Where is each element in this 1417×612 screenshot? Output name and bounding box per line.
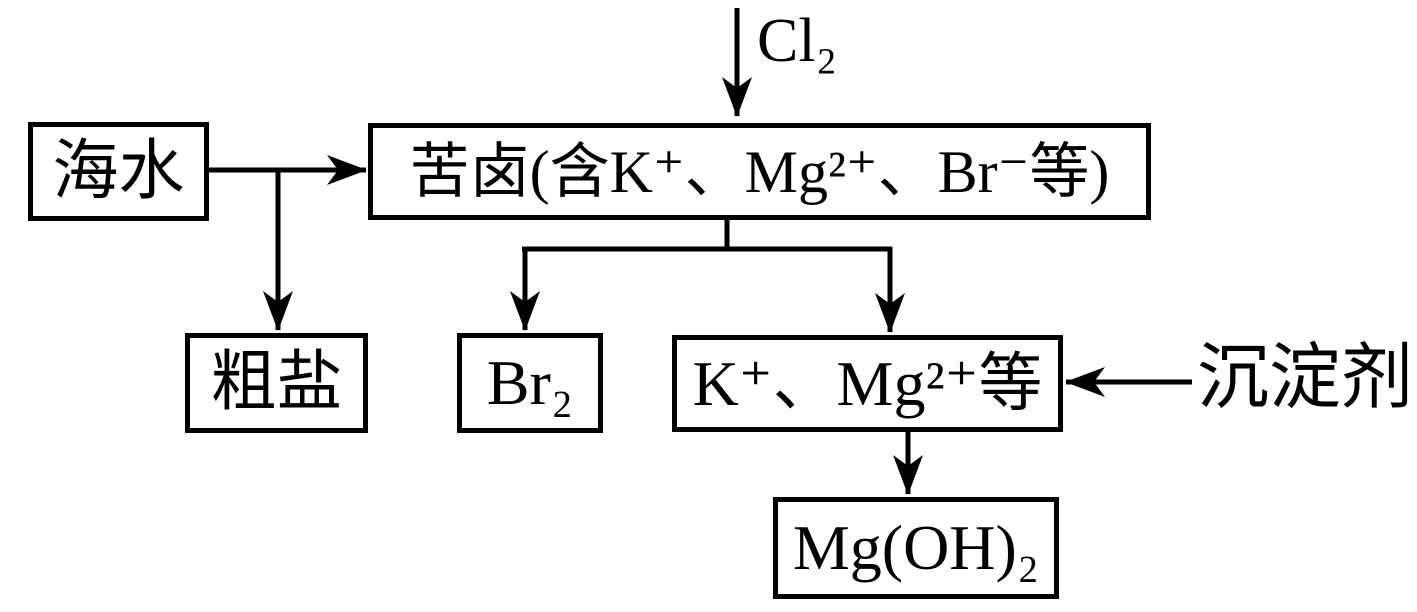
node-bromine: Br₂ xyxy=(457,333,603,433)
node-k-mg-ions-label: K⁺、Mg²⁺等 xyxy=(692,347,1043,419)
edge-label-precipitant: 沉淀剂 xyxy=(1197,338,1414,418)
node-bromine-label: Br₂ xyxy=(486,347,574,418)
node-magnesium-hydroxide-label: Mg(OH)₂ xyxy=(792,512,1040,583)
node-crude-salt: 粗盐 xyxy=(185,333,368,433)
node-magnesium-hydroxide: Mg(OH)₂ xyxy=(773,497,1059,599)
node-k-mg-ions: K⁺、Mg²⁺等 xyxy=(672,335,1063,432)
node-seawater: 海水 xyxy=(28,122,209,221)
node-bittern: 苦卤(含K⁺、Mg²⁺、Br⁻等) xyxy=(368,123,1151,220)
node-bittern-label: 苦卤(含K⁺、Mg²⁺、Br⁻等) xyxy=(409,138,1110,205)
node-seawater-label: 海水 xyxy=(52,134,185,208)
node-crude-salt-label: 粗盐 xyxy=(210,346,343,419)
edge-label-chlorine: Cl₂ xyxy=(757,7,838,75)
